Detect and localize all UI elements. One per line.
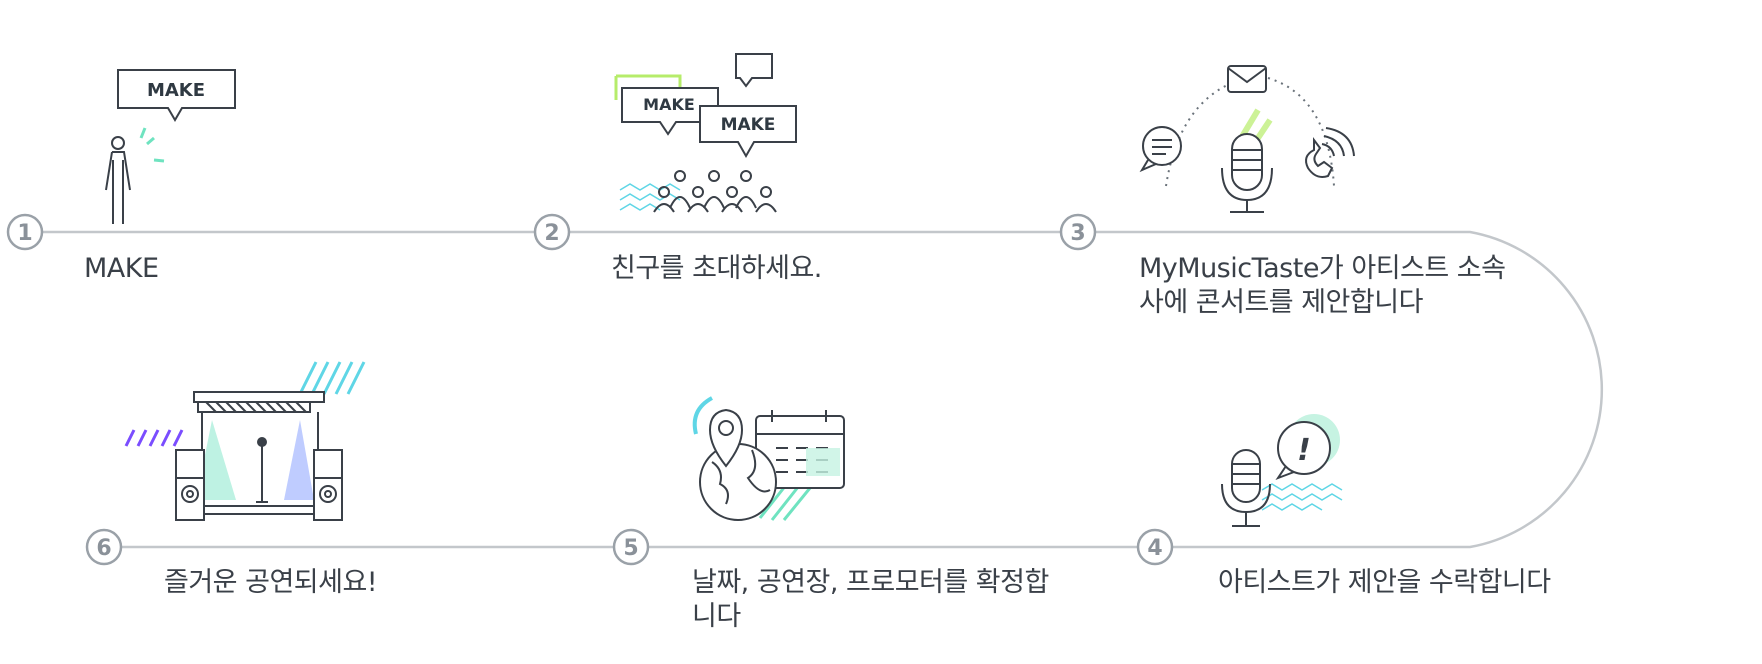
step-2-marker: 2 xyxy=(533,213,571,251)
step-4-label: 아티스트가 제안을 수락합니다 xyxy=(1218,567,1551,598)
person-speech-icon: MAKE xyxy=(105,69,236,224)
step-4-number: 4 xyxy=(1147,536,1162,561)
step-4-marker: 4 xyxy=(1136,528,1174,566)
step-3-marker: 3 xyxy=(1059,213,1097,251)
step-6-number: 6 xyxy=(96,536,111,561)
globe-calendar-icon xyxy=(692,396,845,521)
stage-icon xyxy=(124,361,366,521)
step-1-label: MAKE xyxy=(84,253,159,284)
step-1-number: 1 xyxy=(17,221,32,246)
step-5-marker: 5 xyxy=(612,528,650,566)
step-5-label: 날짜, 공연장, 프로모터를 확정합 니다 xyxy=(692,567,1049,632)
step-3-number: 3 xyxy=(1070,221,1085,246)
step-6-label: 즐거운 공연되세요! xyxy=(164,567,378,598)
step-1-marker: 1 xyxy=(6,213,44,251)
step-3-label: MyMusicTaste가 아티스트 소속 사에 콘서트를 제안합니다 xyxy=(1139,253,1506,318)
step2-bubble-b-text: MAKE xyxy=(721,115,776,135)
svg-text:!: ! xyxy=(1297,433,1311,468)
step2-bubble-a-text: MAKE xyxy=(643,95,695,114)
microphone-contact-icon xyxy=(1139,65,1355,213)
step-2-number: 2 xyxy=(544,221,559,246)
timeline-path xyxy=(40,230,1603,549)
step1-bubble-text: MAKE xyxy=(147,80,205,101)
step-5-number: 5 xyxy=(623,536,638,561)
microphone-alert-icon: ! xyxy=(1221,414,1343,527)
step-6-marker: 6 xyxy=(85,528,123,566)
step-2-label: 친구를 초대하세요. xyxy=(611,253,822,284)
crowd-speech-icon: MAKE MAKE xyxy=(614,53,797,213)
